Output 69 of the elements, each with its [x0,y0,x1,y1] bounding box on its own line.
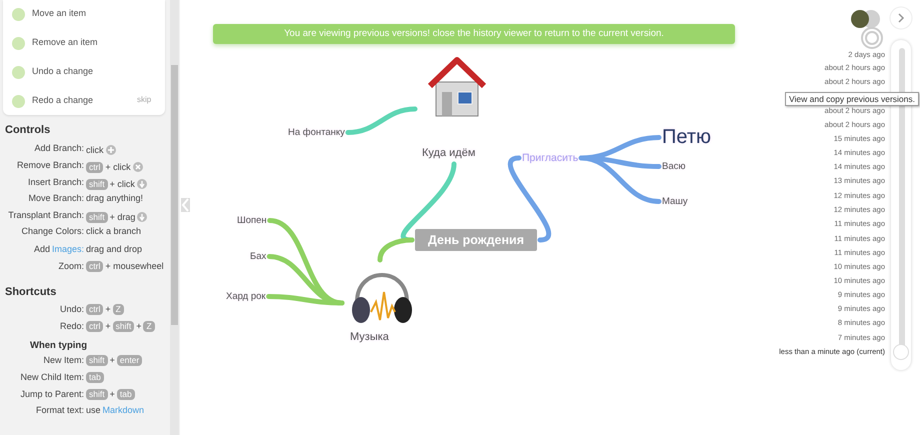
control-name: Insert Branch: [28,177,84,187]
branch-line [508,156,552,242]
topic-label: Бах [250,251,266,262]
control-name: Add Branch: [34,143,84,153]
control-action: drag anything! [86,193,144,203]
control-name: Zoom: [58,261,84,271]
branch-line [345,106,418,135]
branch-line [266,294,344,306]
section-heading: Controls [5,124,50,136]
control-name: Jump to Parent: [20,389,84,399]
checklist-item: Remove an item [32,37,98,47]
topic-label: На фонтанку [288,127,345,138]
control-action: + mousewheel [105,261,164,271]
topic-label: Музыка [350,331,389,343]
control-name: Remove Branch: [16,160,84,170]
topic-label: Пригласить [522,152,578,164]
control-action: + [110,389,115,399]
control-name: New Child Item: [20,372,84,382]
control-name: Add [34,244,50,254]
topic-label: Васю [662,161,686,172]
keyboard-key: Z [112,304,124,315]
control-name: Move Branch: [28,193,84,203]
tooltip: View and copy previous versions. [785,92,919,106]
control-action: click [86,145,104,155]
keyboard-key: shift [86,179,108,190]
control-action: + [105,321,111,331]
section-heading: Shortcuts [5,286,56,298]
topic-label: Шопен [237,215,267,226]
keyboard-key: ctrl [86,162,104,173]
control-name: New Item: [43,355,84,365]
keyboard-key: ctrl [86,321,104,332]
checklist-item: Undo a change [32,66,94,76]
control-name: Change Colors: [21,226,84,236]
control-name: Format text: [36,405,84,415]
branch-line [578,156,662,204]
keyboard-key: shift [86,212,108,223]
control-action: click a branch [86,226,142,236]
topic-label: Машу [662,196,688,207]
keyboard-key: Z [143,321,155,332]
control-name: Redo: [60,321,84,331]
control-action: + click [105,162,131,172]
topic-label: Куда идём [422,147,476,159]
control-action: + [110,355,115,365]
control-action: use [86,405,101,415]
skip-link: skip [137,95,152,104]
keyboard-key: shift [86,355,108,366]
topic-label: Петю [662,126,711,149]
keyboard-key: tab [116,389,135,400]
control-name: Transplant Branch: [8,210,84,220]
keyboard-key: shift [112,321,134,332]
link: Markdown [102,405,144,415]
control-action: + [105,304,111,314]
control-action: + [136,321,142,331]
link: Images: [52,244,84,254]
keyboard-key: shift [86,389,108,400]
keyboard-key: ctrl [86,304,104,315]
checklist-item: Redo a change [32,95,94,105]
central-topic: День рождения [415,229,537,251]
control-action: drag and drop [86,244,142,254]
keyboard-key: enter [116,355,142,366]
keyboard-key: ctrl [86,261,104,272]
control-name: Undo: [60,304,84,314]
notification-banner: You are viewing previous versions! close the history viewer to return to the current version. [213,24,735,44]
section-heading: When typing [30,340,87,351]
topic-label: Хард рок [226,291,266,302]
keyboard-key: tab [86,372,104,383]
control-action: + drag [110,212,136,222]
checklist-item: Move an item [32,8,86,18]
control-action: + click [110,179,135,189]
